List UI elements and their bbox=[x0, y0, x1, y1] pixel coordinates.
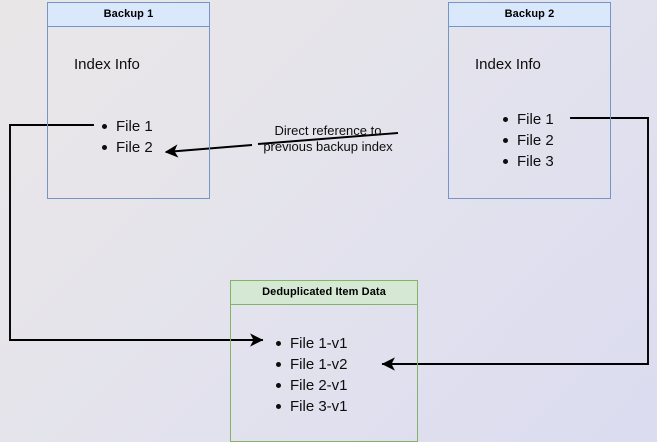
annotation-line-1: Direct reference to bbox=[274, 123, 382, 138]
backup-1-header: Backup 1 bbox=[48, 3, 209, 27]
deduplicated-item-list: File 1-v1 File 1-v2 File 2-v1 File 3-v1 bbox=[274, 333, 348, 417]
backup-2-file-item: File 2 bbox=[501, 130, 554, 151]
backup-2-file-item: File 3 bbox=[501, 151, 554, 172]
backup-2-header: Backup 2 bbox=[449, 3, 610, 27]
backup-2-box[interactable]: Backup 2 Index Info File 1 File 2 File 3 bbox=[448, 2, 611, 199]
backup-2-body: Index Info File 1 File 2 File 3 bbox=[449, 27, 610, 199]
backup-2-file-list: File 1 File 2 File 3 bbox=[501, 109, 554, 172]
backup-1-file-item: File 1 bbox=[100, 116, 153, 137]
deduplicated-item-data-box[interactable]: Deduplicated Item Data File 1-v1 File 1-… bbox=[230, 280, 418, 442]
backup-1-file-list: File 1 File 2 bbox=[100, 116, 153, 158]
deduplicated-item: File 1-v1 bbox=[274, 333, 348, 354]
backup-1-file-item: File 2 bbox=[100, 137, 153, 158]
deduplicated-item: File 3-v1 bbox=[274, 396, 348, 417]
direct-reference-annotation: Direct reference to previous backup inde… bbox=[252, 123, 404, 155]
backup-2-index-label: Index Info bbox=[475, 56, 541, 73]
backup-2-file-item: File 1 bbox=[501, 109, 554, 130]
deduplicated-item: File 1-v2 bbox=[274, 354, 348, 375]
annotation-line-2: previous backup index bbox=[263, 139, 393, 154]
deduplicated-item-data-body: File 1-v1 File 1-v2 File 2-v1 File 3-v1 bbox=[231, 305, 417, 442]
backup-1-body: Index Info File 1 File 2 bbox=[48, 27, 209, 199]
backup-1-box[interactable]: Backup 1 Index Info File 1 File 2 bbox=[47, 2, 210, 199]
deduplicated-item: File 2-v1 bbox=[274, 375, 348, 396]
backup-1-index-label: Index Info bbox=[74, 56, 140, 73]
deduplicated-item-data-header: Deduplicated Item Data bbox=[231, 281, 417, 305]
